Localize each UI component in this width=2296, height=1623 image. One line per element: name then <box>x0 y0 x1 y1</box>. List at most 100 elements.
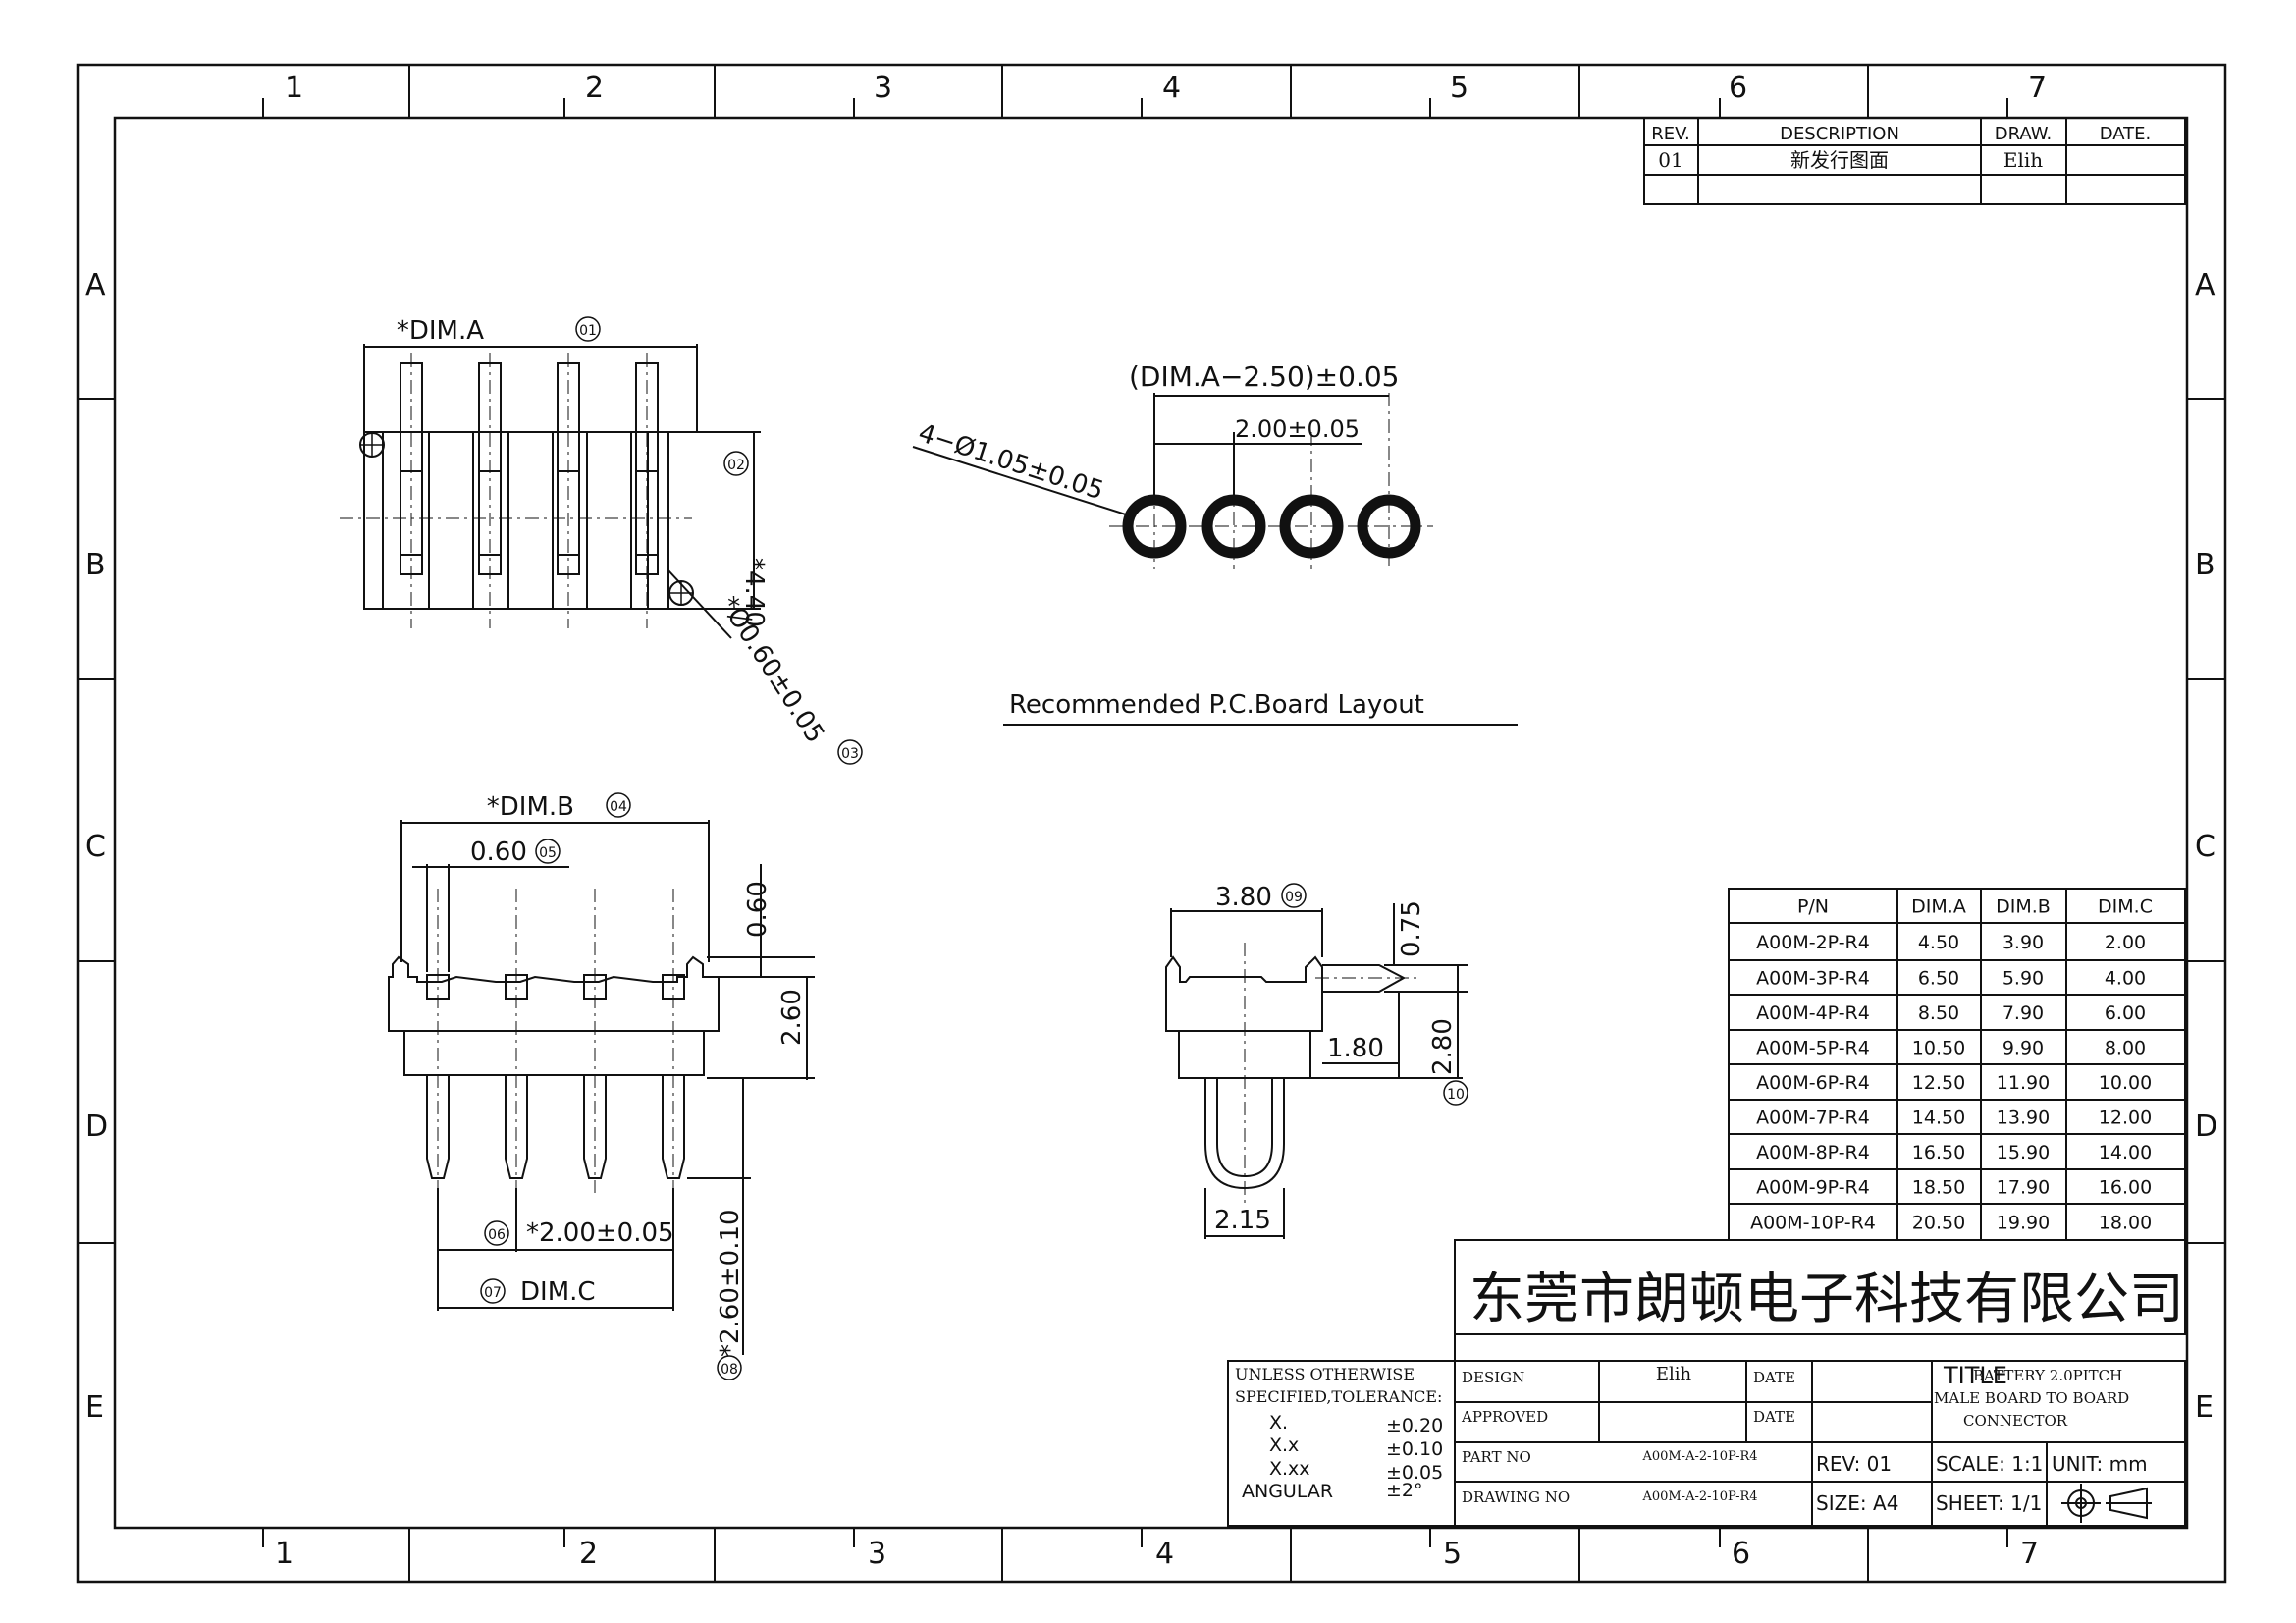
pcb-overall-dim: (DIM.A−2.50)±0.05 <box>1129 360 1400 393</box>
zone-col-top-3: 3 <box>874 71 892 105</box>
dim-table-cell: 6.50 <box>1918 968 1959 990</box>
dim-table-cell: 4.00 <box>2105 968 2146 990</box>
zone-row-right-e: E <box>2195 1390 2214 1425</box>
dim-a-ref: 01 <box>579 323 597 339</box>
pitch-ref: 06 <box>488 1227 506 1243</box>
tol-value-angular: ±2° <box>1386 1480 1423 1501</box>
rev-field: REV: 01 <box>1816 1452 1892 1476</box>
design-value: Elih <box>1656 1364 1692 1384</box>
dim-table-cell: A00M-7P-R4 <box>1756 1108 1870 1129</box>
zone-col-bottom-6: 6 <box>1732 1537 1750 1571</box>
dim-table-cell: 16.50 <box>1912 1142 1965 1163</box>
top-view-body <box>363 431 669 610</box>
part-no-label: PART NO <box>1462 1448 1531 1466</box>
pin-dia-label: *Ø0.60±0.05 <box>714 591 829 748</box>
dim-table-header: DIM.B <box>1996 896 2051 918</box>
dim-table-cell: 10.50 <box>1912 1038 1965 1059</box>
dim-table-cell: A00M-8P-R4 <box>1756 1142 1870 1163</box>
pin-length-ref: 08 <box>721 1362 738 1378</box>
body-height-label: 2.60 <box>777 989 807 1046</box>
zone-col-top-7: 7 <box>2028 71 2047 105</box>
zone-row-left-a: A <box>85 268 106 302</box>
scale-field: SCALE: 1:1 <box>1936 1452 2043 1476</box>
dim-table-cell: 3.90 <box>2002 932 2044 953</box>
dim-table-cell: 19.90 <box>1997 1213 2050 1234</box>
side-height-ref: 10 <box>1447 1087 1465 1103</box>
pin-dia-ref: 03 <box>841 746 859 762</box>
front-view-pin-2 <box>505 1075 528 1179</box>
title-label: TITLE <box>1943 1362 2007 1389</box>
dim-table-cell: 20.50 <box>1912 1213 1965 1234</box>
zone-row-left-c: C <box>85 830 106 864</box>
rev-value: 01 <box>1658 148 1682 172</box>
bottom-label: 2.15 <box>1214 1206 1271 1235</box>
dim-table-cell: A00M-10P-R4 <box>1750 1213 1876 1234</box>
zone-col-top-6: 6 <box>1729 71 1747 105</box>
pcb-layout-caption: Recommended P.C.Board Layout <box>1009 690 1424 720</box>
dim-table-cell: A00M-4P-R4 <box>1756 1002 1870 1024</box>
zone-row-right-a: A <box>2195 268 2216 302</box>
unit-field: UNIT: mm <box>2052 1452 2148 1476</box>
date-header: DATE. <box>2100 124 2152 144</box>
dim-table-cell: 17.90 <box>1997 1177 2050 1199</box>
side-view-housing <box>1165 955 1323 1032</box>
dim-table-cell: 7.90 <box>2002 1002 2044 1024</box>
part-no-value: A00M-A-2-10P-R4 <box>1641 1449 1757 1464</box>
dim-table-header: DIM.A <box>1911 896 1966 918</box>
zone-labels: 1 2 3 4 5 6 7 1 2 3 4 5 6 7 A B C D E A … <box>85 71 2217 1571</box>
dim-table-cell: 18.00 <box>2099 1213 2152 1234</box>
front-view-housing <box>388 955 720 1032</box>
dim-table-cell: 15.90 <box>1997 1142 2050 1163</box>
zone-row-right-d: D <box>2195 1109 2217 1144</box>
tol-label-xx: X.x <box>1269 1434 1299 1456</box>
title-line2: MALE BOARD TO BOARD <box>1934 1389 2129 1407</box>
dim-table-cell: 13.90 <box>1997 1108 2050 1129</box>
front-view-pin-4 <box>662 1075 685 1179</box>
dim-table-cell: A00M-6P-R4 <box>1756 1072 1870 1094</box>
revision-block: REV. DESCRIPTION DRAW. DATE. 01 新发行图面 El… <box>1643 117 2186 205</box>
pin-length-label: *2.60±0.10 <box>716 1209 745 1357</box>
dim-table-cell: 14.50 <box>1912 1108 1965 1129</box>
dim-table-cell: 16.00 <box>2099 1177 2152 1199</box>
projection-symbol-icon <box>2061 1484 2152 1523</box>
top-label: 0.75 <box>1397 900 1426 957</box>
tol-label-x: X. <box>1269 1412 1288 1434</box>
dim-table-cell: A00M-2P-R4 <box>1756 932 1870 953</box>
company-name: 东莞市朗顿电子科技有限公司 <box>1469 1268 2184 1331</box>
dim-table-cell: 8.00 <box>2105 1038 2146 1059</box>
dim-table-cell: 12.00 <box>2099 1108 2152 1129</box>
front-view-pin-3 <box>583 1075 607 1179</box>
tol-label-xxx: X.xx <box>1269 1458 1310 1480</box>
dim-c-label: DIM.C <box>520 1277 596 1307</box>
side-height-label: 2.80 <box>1428 1018 1458 1075</box>
description-value: 新发行图面 <box>1790 148 1889 172</box>
dim-table-cell: A00M-3P-R4 <box>1756 968 1870 990</box>
zone-row-left-e: E <box>85 1390 104 1425</box>
dim-table-cell: 10.00 <box>2099 1072 2152 1094</box>
tolerance-line2: SPECIFIED,TOLERANCE: <box>1235 1387 1442 1406</box>
drawing-no-value: A00M-A-2-10P-R4 <box>1641 1489 1757 1504</box>
dim-table-cell: 8.50 <box>1918 1002 1959 1024</box>
tol-value-xx: ±0.10 <box>1386 1438 1443 1460</box>
draw-value: Elih <box>2003 148 2043 172</box>
dim-b-label: *DIM.B <box>487 792 574 822</box>
approved-label: APPROVED <box>1461 1408 1548 1426</box>
dim-table-cell: 6.00 <box>2105 1002 2146 1024</box>
zone-row-right-c: C <box>2195 830 2216 864</box>
tol-value-x: ±0.20 <box>1386 1415 1443 1436</box>
pcb-layout: (DIM.A−2.50)±0.05 2.00±0.05 4−Ø1.05±0.05… <box>912 360 1518 726</box>
depth-label: 3.80 <box>1215 883 1272 912</box>
date-label-2: DATE <box>1753 1408 1795 1426</box>
top-offset-label: 0.60 <box>743 881 773 938</box>
zone-col-bottom-4: 4 <box>1155 1537 1174 1571</box>
dim-table-cell: 5.90 <box>2002 968 2044 990</box>
zone-col-top-1: 1 <box>285 71 303 105</box>
dim-a-label: *DIM.A <box>397 316 484 346</box>
zone-row-left-b: B <box>85 548 106 582</box>
pcb-hole-3 <box>1279 494 1344 559</box>
drawing-no-label: DRAWING NO <box>1462 1488 1570 1506</box>
zone-col-bottom-7: 7 <box>2020 1537 2039 1571</box>
depth-ref: 09 <box>1285 890 1303 905</box>
